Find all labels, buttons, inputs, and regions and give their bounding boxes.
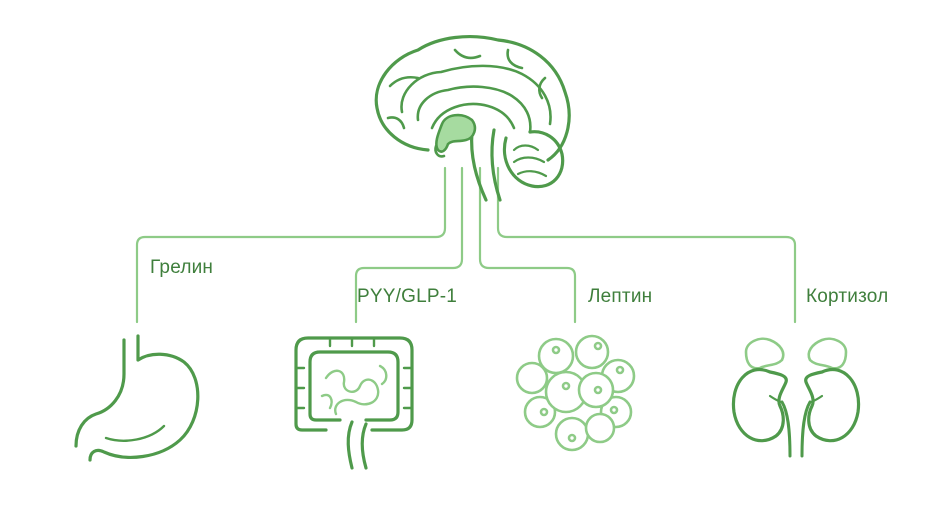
- label-pyy-glp1: PYY/GLP-1: [357, 286, 458, 307]
- brain-icon: [374, 35, 571, 202]
- label-cortisol: Кортизол: [806, 286, 889, 307]
- intestine-icon: [294, 336, 414, 470]
- connector-leptin: [478, 166, 577, 324]
- label-ghrelin: Грелин: [150, 257, 214, 278]
- connector-ghrelin: [135, 166, 447, 324]
- connector-cortisol: [496, 166, 797, 324]
- connector-pyy: [354, 166, 464, 324]
- label-leptin: Лептин: [588, 286, 653, 307]
- stomach-icon: [74, 334, 200, 462]
- connector-lines: [135, 166, 797, 324]
- hypothalamus-icon: [435, 113, 477, 153]
- kidneys-adrenal-icon: [731, 337, 861, 458]
- fat-cells-icon: [515, 334, 636, 452]
